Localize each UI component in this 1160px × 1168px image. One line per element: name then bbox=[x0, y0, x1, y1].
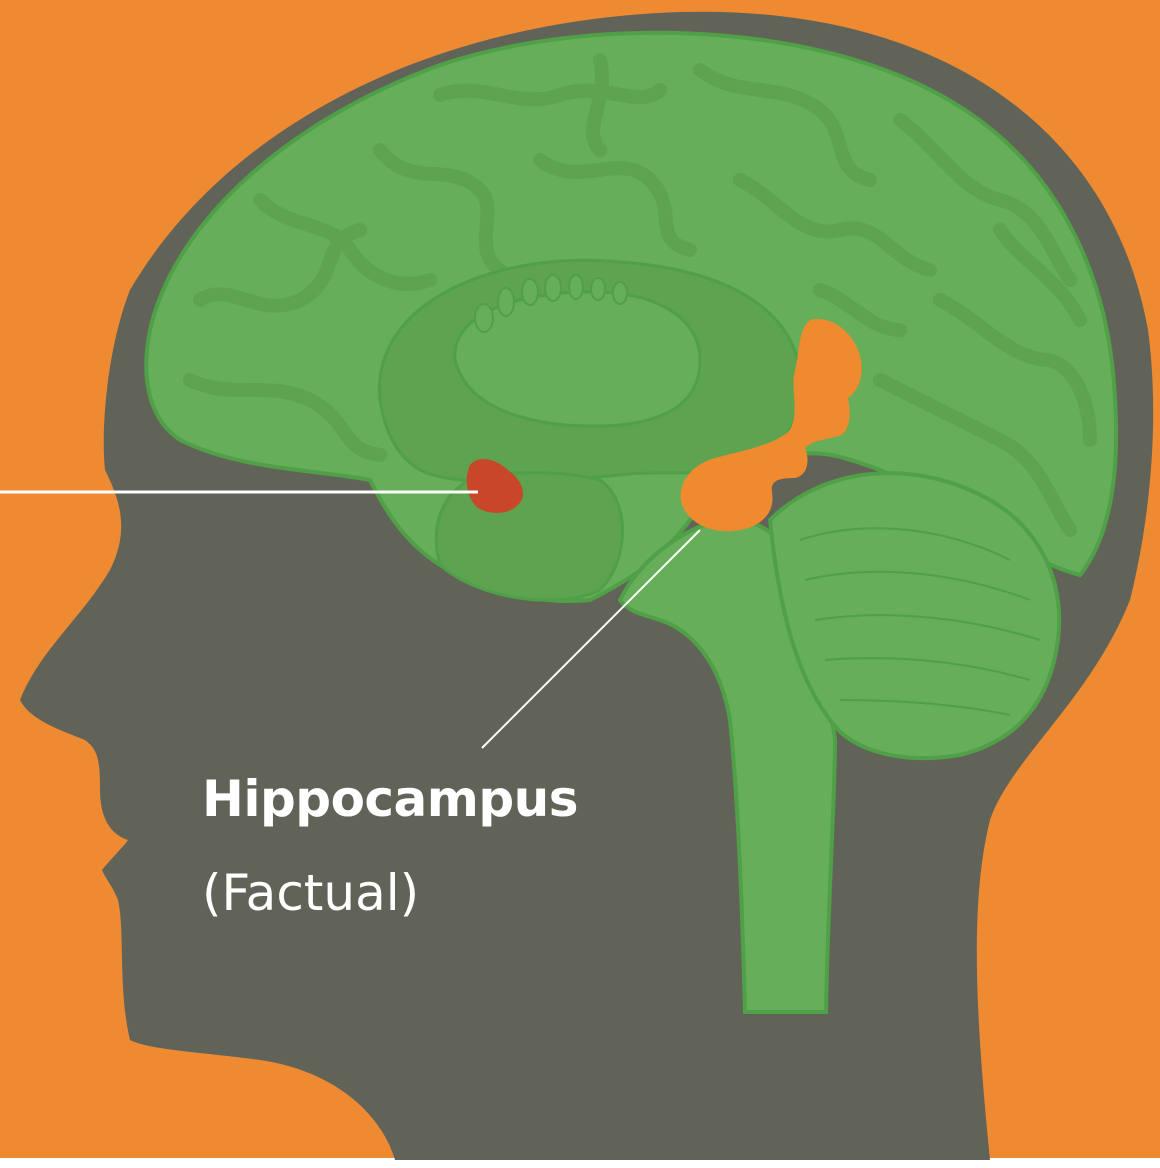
hippocampus-sublabel: (Factual) bbox=[202, 864, 419, 922]
hippocampus-label: Hippocampus bbox=[202, 770, 578, 828]
